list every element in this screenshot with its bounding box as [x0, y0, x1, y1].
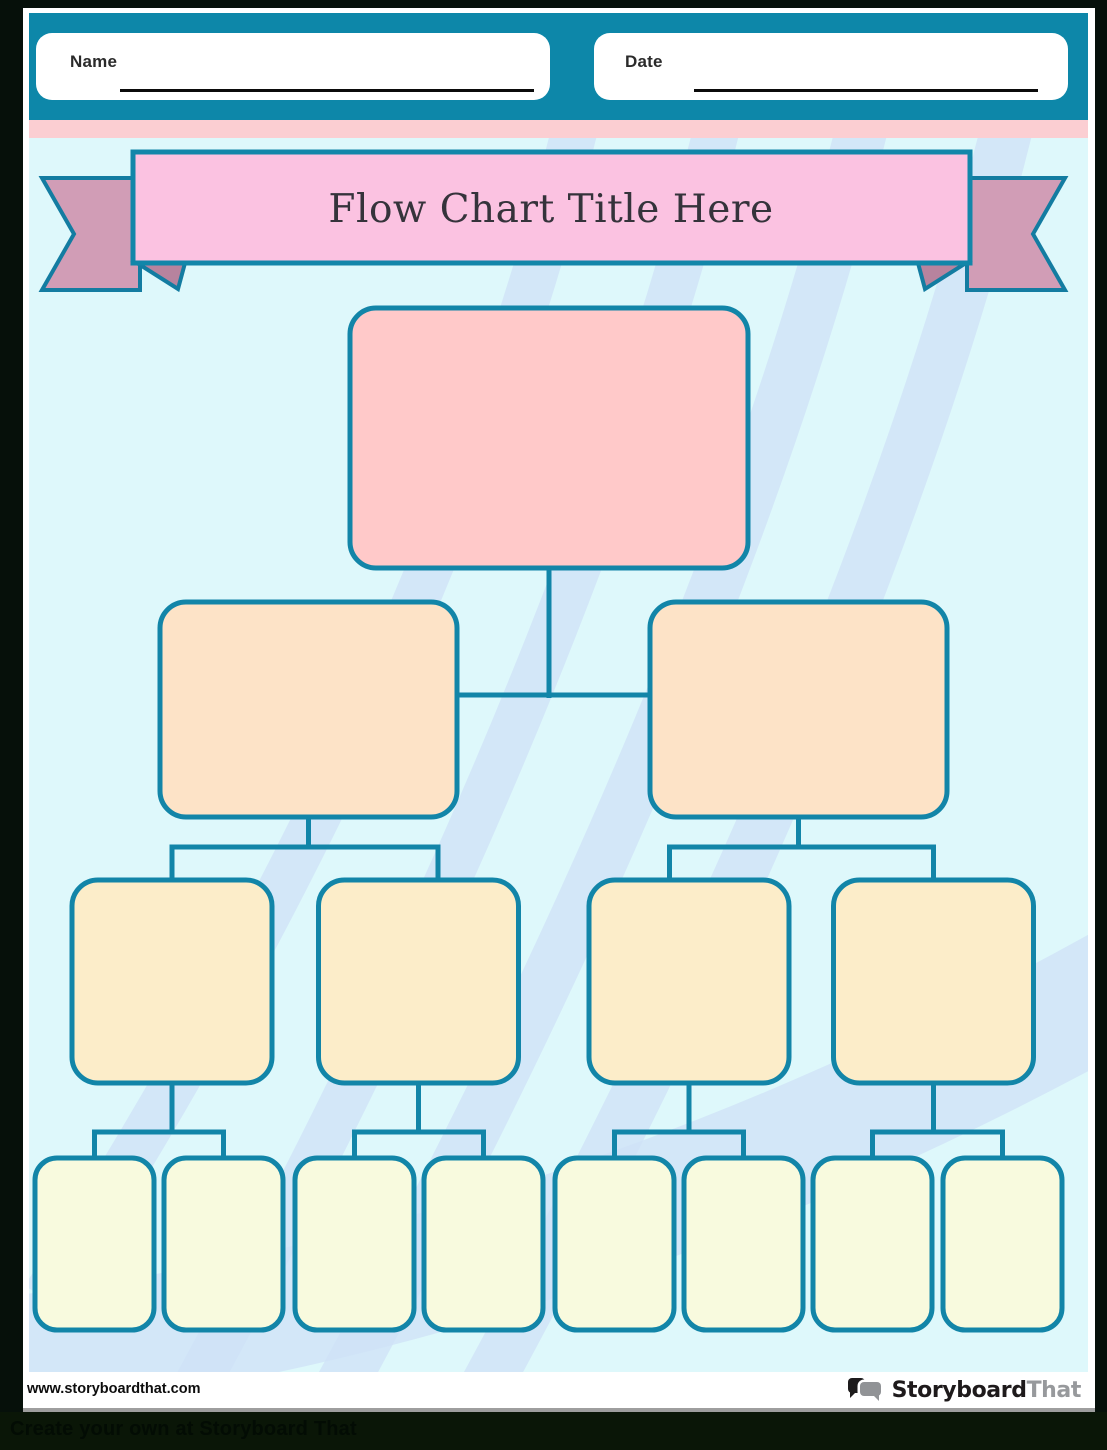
flow-node-level4-4[interactable]	[421, 1155, 546, 1333]
flow-node-level4-7[interactable]	[810, 1155, 935, 1333]
flow-node-level4-2[interactable]	[161, 1155, 286, 1333]
footer-strip: www.storyboardthat.com StoryboardThat	[23, 1372, 1095, 1408]
flow-chart-area: Flow Chart Title Here	[29, 138, 1088, 1372]
flow-node-level4-5[interactable]	[552, 1155, 677, 1333]
website-url: www.storyboardthat.com	[27, 1381, 201, 1397]
name-label: Name	[70, 52, 118, 71]
flow-node-level4-8[interactable]	[940, 1155, 1065, 1333]
ribbon-fold-left	[130, 261, 188, 293]
speech-bubble-gray-icon	[859, 1382, 881, 1401]
ribbon-tail-left	[38, 176, 142, 292]
logo-text: StoryboardThat	[891, 1377, 1082, 1403]
date-label: Date	[625, 52, 663, 71]
flow-node-level4-6[interactable]	[681, 1155, 806, 1333]
bottom-bar: Create your own at Storyboard That	[0, 1412, 1107, 1450]
flow-node-level4-3[interactable]	[292, 1155, 417, 1333]
tagline-text: Create your own at Storyboard That	[10, 1418, 357, 1440]
flow-node-level3-3[interactable]	[586, 877, 792, 1086]
date-field-box: Date	[594, 33, 1068, 100]
logo-text-primary: Storyboard	[891, 1377, 1027, 1403]
name-input-line[interactable]	[120, 89, 534, 92]
ribbon-banner	[130, 149, 973, 266]
flow-node-level4-1[interactable]	[32, 1155, 157, 1333]
logo-text-secondary: That	[1026, 1377, 1082, 1403]
pink-divider-strip	[29, 120, 1088, 138]
flow-node-level2-2[interactable]	[647, 599, 950, 820]
speech-bubbles-icon	[847, 1377, 886, 1403]
worksheet-page: Name Date	[23, 8, 1095, 1412]
page-bottom-edge	[23, 1408, 1095, 1412]
header-bar: Name Date	[29, 13, 1088, 120]
flow-chart-svg: Flow Chart Title Here	[29, 138, 1088, 1372]
date-input-line[interactable]	[694, 89, 1038, 92]
flow-connectors	[92, 568, 1005, 1164]
banner-title[interactable]: Flow Chart Title Here	[328, 187, 773, 232]
flow-node-level2-1[interactable]	[157, 599, 460, 820]
flow-node-level1-1[interactable]	[347, 305, 751, 571]
flow-node-level3-2[interactable]	[316, 877, 521, 1086]
name-field-box: Name	[36, 33, 550, 100]
ribbon-tail-right	[965, 176, 1069, 292]
flow-node-level3-1[interactable]	[69, 877, 275, 1086]
title-ribbon: Flow Chart Title Here	[38, 149, 1069, 293]
storyboardthat-logo: StoryboardThat	[847, 1376, 1082, 1404]
flow-node-level3-4[interactable]	[831, 877, 1036, 1086]
